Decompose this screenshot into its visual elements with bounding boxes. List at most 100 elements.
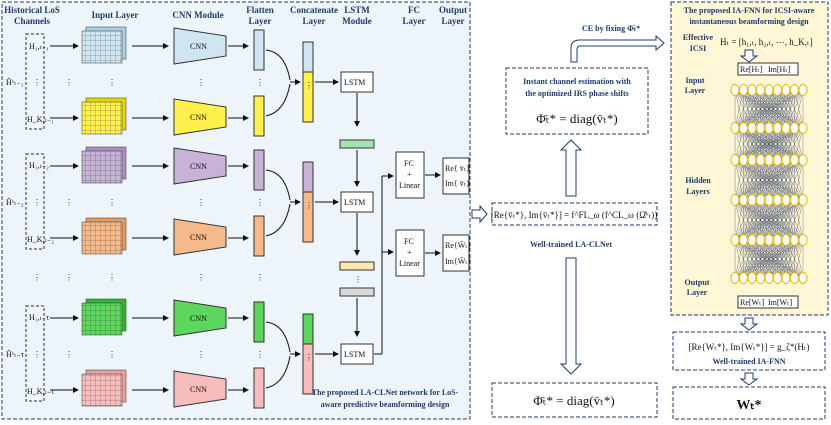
h-equation: Hₜ = [h₁,ₜ, h₂,ₜ, ⋯, h_K,ₜ] (720, 37, 813, 47)
svg-text:⋮: ⋮ (65, 198, 73, 207)
cnn-block (173, 299, 227, 337)
neuron (764, 122, 774, 134)
svg-text:CNN: CNN (190, 314, 207, 323)
la-clnet-eq-box (491, 202, 658, 226)
hidden-state-vector (339, 261, 375, 271)
neuron (773, 194, 782, 206)
output-box-1 (442, 157, 470, 195)
neuron (739, 194, 748, 206)
neuron (773, 272, 782, 284)
channel-estimation-box (505, 67, 649, 135)
svg-text:⋮: ⋮ (197, 273, 205, 282)
input-grid (81, 302, 123, 336)
neuron (790, 122, 799, 134)
svg-text:the optimized IRS phase shifts: the optimized IRS phase shifts (525, 89, 629, 98)
svg-text:Im[Hₜ]: Im[Hₜ] (768, 65, 791, 74)
flatten-vector (253, 367, 265, 409)
svg-text:⋮: ⋮ (65, 350, 73, 359)
neuron (798, 84, 808, 96)
svg-text:Layer: Layer (687, 288, 708, 297)
group2-side-label: Ĥᵛₜ₋₂ (6, 197, 24, 207)
neuron (739, 234, 748, 246)
phi-equation: Φ̄ₜ* = diag(v̄ₜ*) (536, 111, 618, 126)
svg-text:⋮: ⋮ (65, 273, 73, 282)
svg-text:Re{ v̄ₜ}: Re{ v̄ₜ} (445, 164, 470, 173)
svg-text:CNN: CNN (190, 233, 207, 242)
svg-text:Hidden: Hidden (685, 176, 711, 185)
svg-text:Im{W̃ₜ}: Im{W̃ₜ} (445, 256, 472, 266)
group3-side-label: Ĥᵛₜ₋τ (6, 349, 25, 359)
neuron (790, 84, 799, 96)
svg-text:CNN: CNN (190, 162, 207, 171)
svg-text:⋮: ⋮ (256, 198, 264, 207)
header-fc-1: FC (408, 5, 420, 15)
ce-arrow (570, 34, 665, 63)
input-grid (81, 221, 123, 255)
svg-text:Re[Wₜ]: Re[Wₜ] (740, 298, 764, 307)
header-channels-1: Historical LoS (4, 5, 60, 15)
svg-text:⋮: ⋮ (108, 273, 116, 282)
svg-text:Im[Wₜ]: Im[Wₜ] (768, 298, 792, 307)
svg-text:⋮: ⋮ (33, 198, 41, 207)
svg-text:+: + (407, 170, 412, 179)
group-2: Ĥᵛₜ₋₂ H₁,ₜ₋₂ ⋮ H_K,ₜ₋₂ ⋮ ⋮ CNN ⋮ CNN ⋮ ⋮ (6, 146, 374, 257)
ce-label: CE by fixing Φ̄ₜ* (582, 24, 640, 33)
neuron (747, 154, 757, 166)
neuron (773, 84, 782, 96)
svg-text:⋮: ⋮ (33, 350, 41, 359)
flatten-vector (253, 215, 265, 257)
neuron (730, 84, 740, 96)
svg-text:The proposed IA-FNN for ICSI-a: The proposed IA-FNN for ICSI-aware (684, 6, 815, 15)
svg-text:ICSI: ICSI (690, 44, 706, 53)
svg-text:Re[Hₜ]: Re[Hₜ] (740, 65, 763, 74)
svg-text:⋮: ⋮ (305, 201, 313, 210)
neuron (764, 194, 774, 206)
svg-text:FC: FC (404, 159, 414, 168)
input-grid (81, 30, 123, 64)
neuron (739, 122, 748, 134)
svg-text:CNN: CNN (190, 385, 207, 394)
neuron (781, 234, 791, 246)
neuron (764, 154, 774, 166)
up-arrow (559, 139, 583, 197)
final-phi-box (491, 382, 658, 418)
hidden-state-vector (339, 287, 375, 297)
group1-dots: ⋮ (33, 78, 41, 87)
neuron (790, 154, 799, 166)
svg-text:⋮: ⋮ (354, 275, 362, 284)
group1-top-row: H₁,ₜ₋₁ (29, 42, 49, 51)
group2-bottom-row: H_K,ₜ₋₂ (27, 235, 54, 244)
svg-text:⋮: ⋮ (256, 350, 264, 359)
neuron (756, 84, 765, 96)
input-grid (81, 373, 123, 407)
neuron (756, 154, 765, 166)
la-clnet-panel (1, 1, 471, 420)
final-w-box (672, 386, 826, 420)
group1-side-label: Ĥᵛₜ₋₁ (6, 77, 24, 87)
fc-block-2 (395, 229, 425, 277)
svg-text:LSTM: LSTM (344, 198, 365, 207)
neuron (798, 272, 808, 284)
neuron (781, 122, 791, 134)
neuron (781, 84, 791, 96)
ia-fnn-equation: [Re{Wₜ*}, Im{Wₜ*}] = g_ζ*(Hₜ) (688, 342, 809, 352)
neuron (790, 272, 799, 284)
neuron (798, 122, 808, 134)
channel-dashed-box (25, 305, 45, 402)
svg-text:⋮: ⋮ (197, 198, 205, 207)
neuron (739, 84, 748, 96)
svg-text:⋮: ⋮ (197, 350, 205, 359)
cnn-block (173, 98, 227, 136)
svg-text:Linear: Linear (399, 181, 420, 190)
group-3: Ĥᵛₜ₋τ H₁,ₜ₋τ ⋮ H_K,ₜ₋τ ⋮ ⋮ CNN ⋮ CNN ⋮ ⋮ (6, 298, 374, 409)
svg-text:⋮: ⋮ (197, 78, 205, 87)
svg-text:Instant channel estimation wit: Instant channel estimation with (523, 77, 631, 86)
flatten-vector (253, 29, 265, 71)
neuron (773, 234, 782, 246)
neuron (739, 272, 748, 284)
final-w: Wₜ* (736, 398, 761, 413)
svg-text:instantaneous beamforming desi: instantaneous beamforming design (689, 17, 809, 26)
svg-text:⋮: ⋮ (108, 198, 116, 207)
svg-text:Well-trained IA-FNN: Well-trained IA-FNN (712, 357, 785, 366)
final-phi-equation: Φ̄ₜ* = diag(v̄ₜ*) (533, 393, 615, 408)
